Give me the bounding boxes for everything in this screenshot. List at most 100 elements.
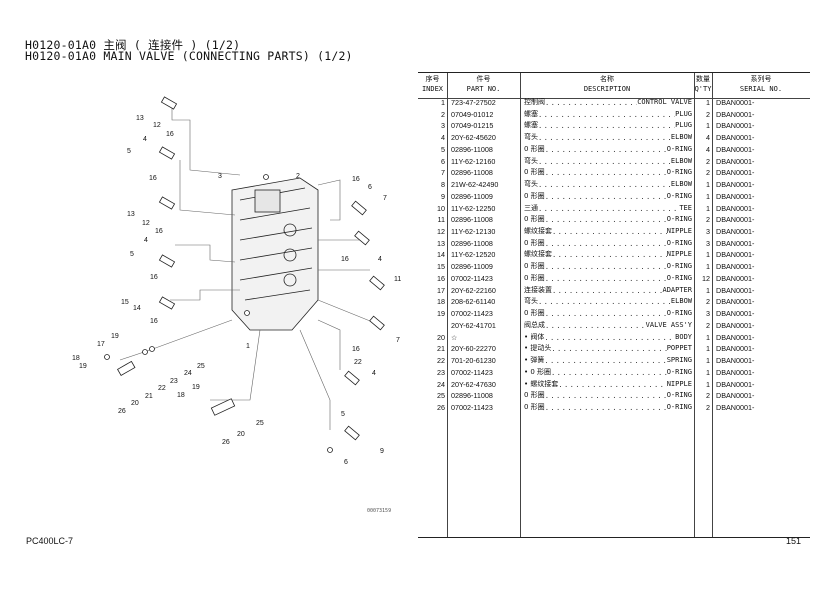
description-cn: 0 形圈: [524, 215, 545, 224]
serial-cell: DBAN0001-: [716, 332, 755, 342]
part-number-cell: 11Y-62-12160: [451, 156, 496, 166]
description-cell: • 阀体....................................…: [524, 332, 692, 342]
callout-label: 22: [354, 359, 362, 366]
callout-label: 6: [344, 459, 348, 466]
callout-label: 2: [296, 173, 300, 180]
callout-label: 7: [383, 195, 387, 202]
description-cn: 0 形圈: [524, 391, 545, 400]
serial-cell: DBAN0001-: [716, 273, 755, 283]
description-cn: 弯头: [524, 180, 538, 189]
serial-cell: DBAN0001-: [716, 191, 755, 201]
callout-label: 16: [352, 346, 360, 353]
callout-label: 26: [118, 408, 126, 415]
description-en: PLUG: [675, 121, 692, 130]
table-row: 821W-62-42490弯头.........................…: [418, 179, 810, 191]
part-number-cell: 07049-01012: [451, 109, 494, 119]
qty-cell: 1: [706, 367, 710, 377]
description-en: O-RING: [666, 238, 692, 247]
part-number-cell: 02896-11008: [451, 238, 493, 248]
serial-cell: DBAN0001-: [716, 168, 755, 178]
callout-label: 4: [144, 237, 148, 244]
serial-cell: DBAN0001-: [716, 238, 755, 248]
description-cell: 三通......................................…: [524, 203, 692, 213]
qty-cell: 3: [706, 309, 710, 319]
qty-cell: 1: [706, 356, 710, 366]
description-cn: 弯头: [524, 297, 538, 306]
callout-label: 22: [158, 385, 166, 392]
part-number-cell: 02896-11008: [451, 391, 493, 401]
callout-label: 14: [133, 305, 141, 312]
qty-cell: 1: [706, 285, 710, 295]
index-cell: 15: [437, 262, 445, 272]
callout-label: 16: [150, 318, 158, 325]
index-cell: 3: [441, 121, 445, 131]
qty-cell: 2: [706, 109, 710, 119]
index-cell: 19: [437, 309, 445, 319]
title-english: H0120-01A0 MAIN VALVE (CONNECTING PARTS)…: [25, 49, 353, 63]
description-cell: 0 形圈....................................…: [524, 273, 692, 283]
qty-cell: 12: [702, 273, 710, 283]
qty-cell: 2: [706, 215, 710, 225]
serial-cell: DBAN0001-: [716, 180, 755, 190]
callout-label: 5: [127, 148, 131, 155]
qty-cell: 2: [706, 320, 710, 330]
callout-label: 12: [153, 122, 161, 129]
description-cn: 控制阀: [524, 98, 545, 106]
part-number-cell: 208-62-61140: [451, 297, 496, 307]
description-en: O-RING: [666, 309, 692, 318]
description-cell: 弯头......................................…: [524, 297, 692, 307]
description-cn: • 螺纹接套: [524, 379, 559, 388]
qty-cell: 1: [706, 344, 710, 354]
index-cell: 16: [437, 273, 445, 283]
description-cell: 螺纹接套....................................…: [524, 227, 692, 237]
index-cell: 13: [437, 238, 445, 248]
description-cn: 0 形圈: [524, 262, 545, 271]
callout-label: 3: [218, 173, 222, 180]
description-en: O-RING: [666, 262, 692, 271]
qty-cell: 2: [706, 391, 710, 401]
serial-cell: DBAN0001-: [716, 98, 755, 107]
table-row: 1211Y-62-12130螺纹接套......................…: [418, 226, 810, 238]
description-cn: 0 形圈: [524, 144, 545, 153]
serial-cell: DBAN0001-: [716, 215, 755, 225]
callout-label: 16: [166, 131, 174, 138]
serial-cell: DBAN0001-: [716, 320, 755, 330]
part-number-cell: 701-20-61230: [451, 356, 496, 366]
part-number-cell: 02896-11008: [451, 144, 493, 154]
serial-cell: DBAN0001-: [716, 379, 755, 389]
qty-cell: 1: [706, 98, 710, 107]
description-en: ADAPTER: [662, 285, 692, 294]
table-row: 20☆• 阀体.................................…: [418, 332, 810, 344]
description-cell: 0 形圈....................................…: [524, 238, 692, 248]
qty-cell: 1: [706, 121, 710, 131]
description-cell: 0 形圈....................................…: [524, 262, 692, 272]
drawing-number: 00073159: [367, 508, 392, 514]
serial-cell: DBAN0001-: [716, 367, 755, 377]
callout-label: 12: [142, 220, 150, 227]
description-cell: 0 形圈....................................…: [524, 144, 692, 154]
description-en: PLUG: [675, 109, 692, 118]
callout-label: 19: [79, 363, 87, 370]
callout-label: 25: [256, 420, 264, 427]
description-cell: 螺塞......................................…: [524, 109, 692, 119]
callout-label: 21: [145, 393, 153, 400]
qty-cell: 1: [706, 332, 710, 342]
description-cell: 弯头......................................…: [524, 156, 692, 166]
description-cn: 0 形圈: [524, 309, 545, 318]
serial-cell: DBAN0001-: [716, 285, 755, 295]
description-cell: 0 形圈....................................…: [524, 168, 692, 178]
description-en: NIPPLE: [666, 379, 692, 388]
index-cell: 2: [441, 109, 445, 119]
description-en: SPRING: [666, 356, 692, 365]
description-en: TEE: [679, 203, 692, 212]
qty-cell: 1: [706, 191, 710, 201]
callout-label: 11: [394, 276, 401, 283]
callout-label: 16: [155, 228, 163, 235]
callout-label: 13: [127, 211, 135, 218]
